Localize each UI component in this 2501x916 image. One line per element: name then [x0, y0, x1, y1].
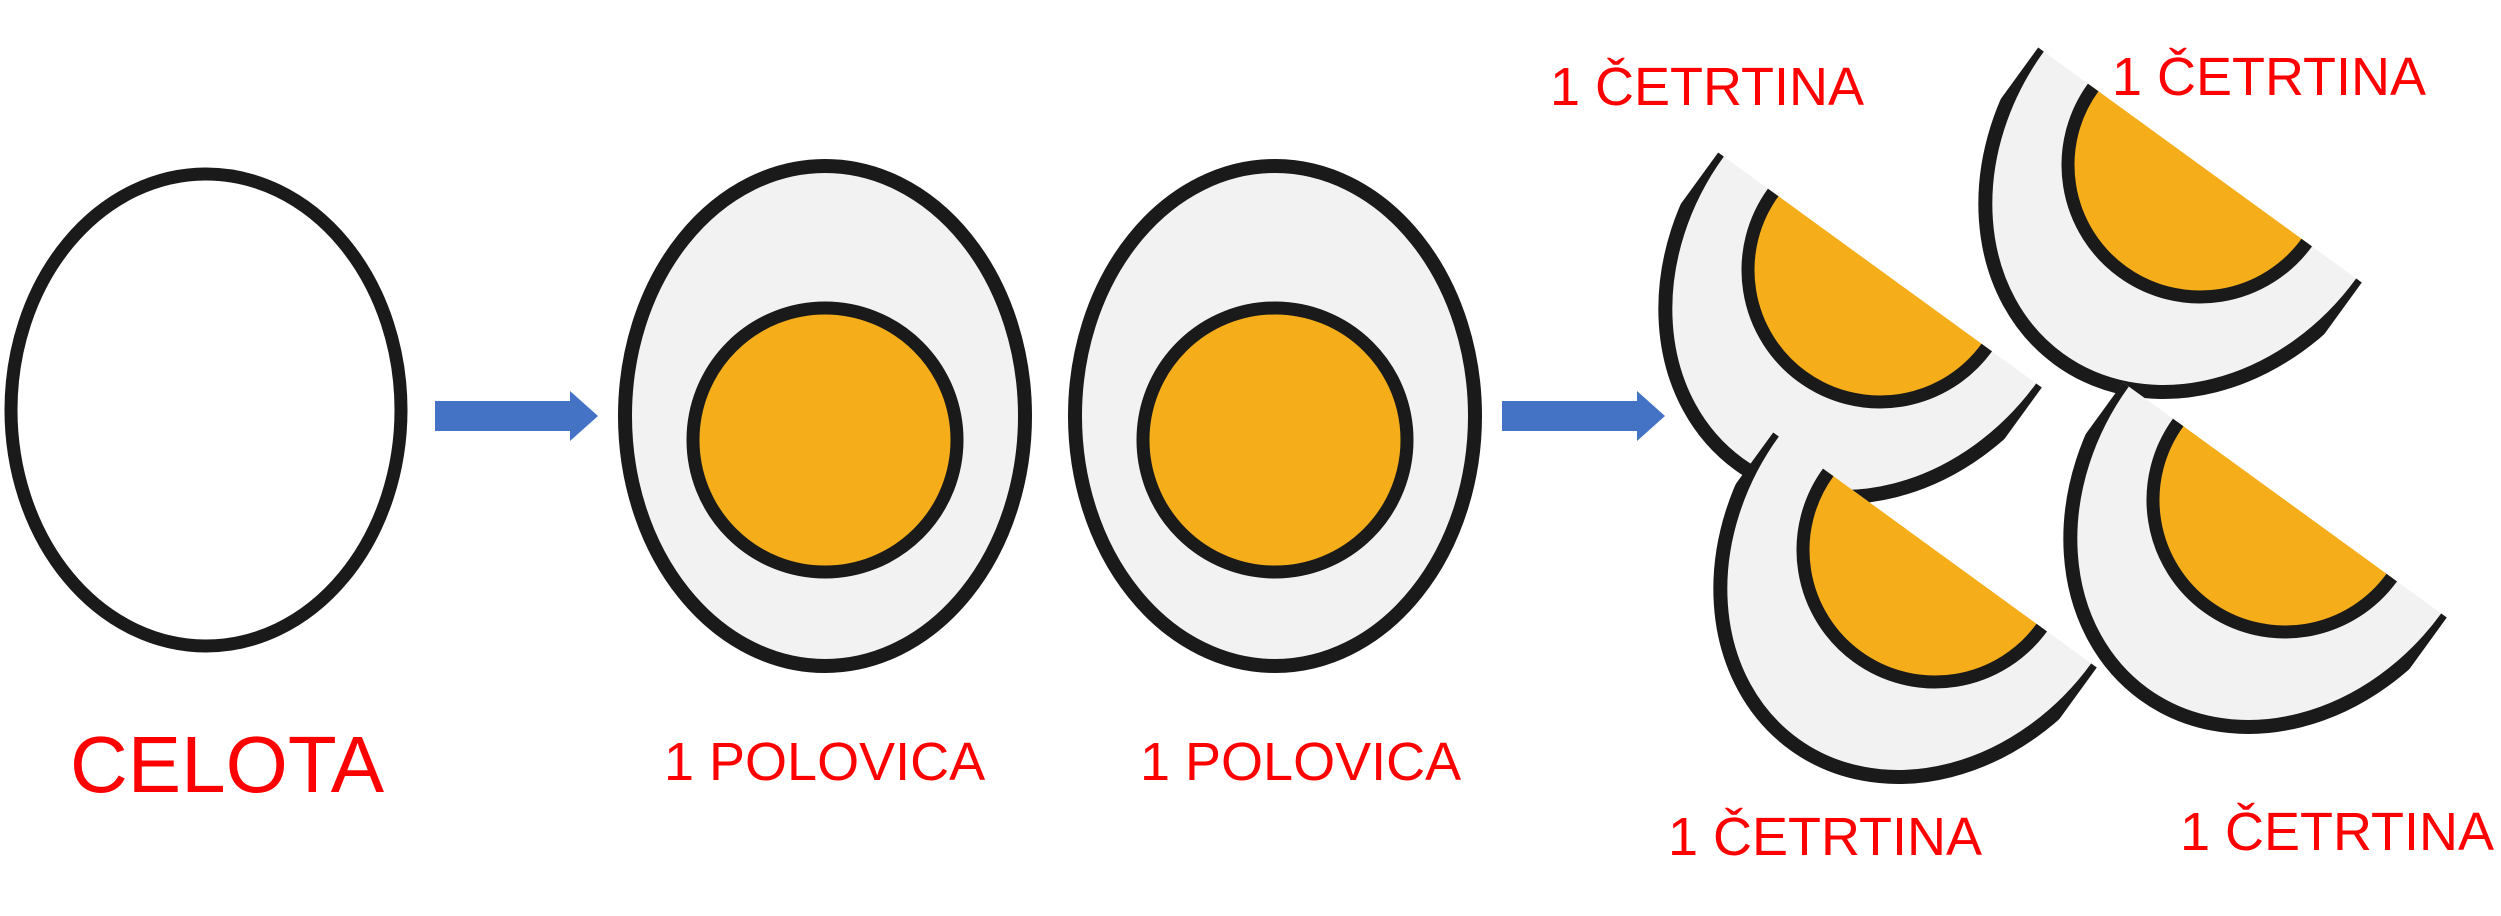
label-quarter-1: 1 ČETRTINA: [1550, 57, 1865, 117]
label-whole: CELOTA: [70, 720, 385, 809]
arrow-halves-to-quarters: [1502, 391, 1665, 441]
label-quarter-3: 1 ČETRTINA: [1668, 807, 1983, 867]
half-egg-1: [618, 159, 1032, 673]
half-egg-2: [1068, 159, 1482, 673]
whole-egg: [4, 167, 408, 653]
label-quarter-4: 1 ČETRTINA: [2180, 802, 2495, 862]
arrow-whole-to-halves: [435, 391, 598, 441]
label-half-1: 1 POLOVICA: [664, 732, 986, 792]
label-half-2: 1 POLOVICA: [1140, 732, 1462, 792]
label-quarter-2: 1 ČETRTINA: [2112, 47, 2427, 107]
